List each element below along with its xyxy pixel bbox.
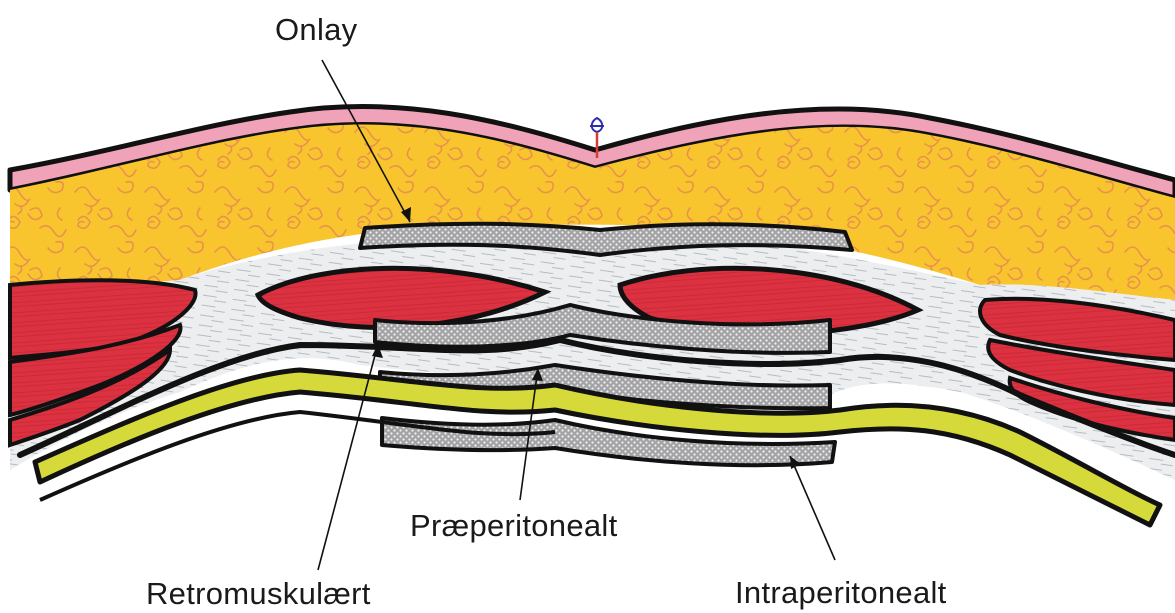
label-praeperitonealt: Præperitonealt	[410, 510, 618, 541]
label-intraperitonealt: Intraperitonealt	[735, 577, 947, 608]
label-retromuskulaert: Retromuskulært	[146, 578, 371, 609]
label-onlay: Onlay	[275, 14, 357, 45]
intraperitonealt-pointer	[790, 456, 835, 560]
